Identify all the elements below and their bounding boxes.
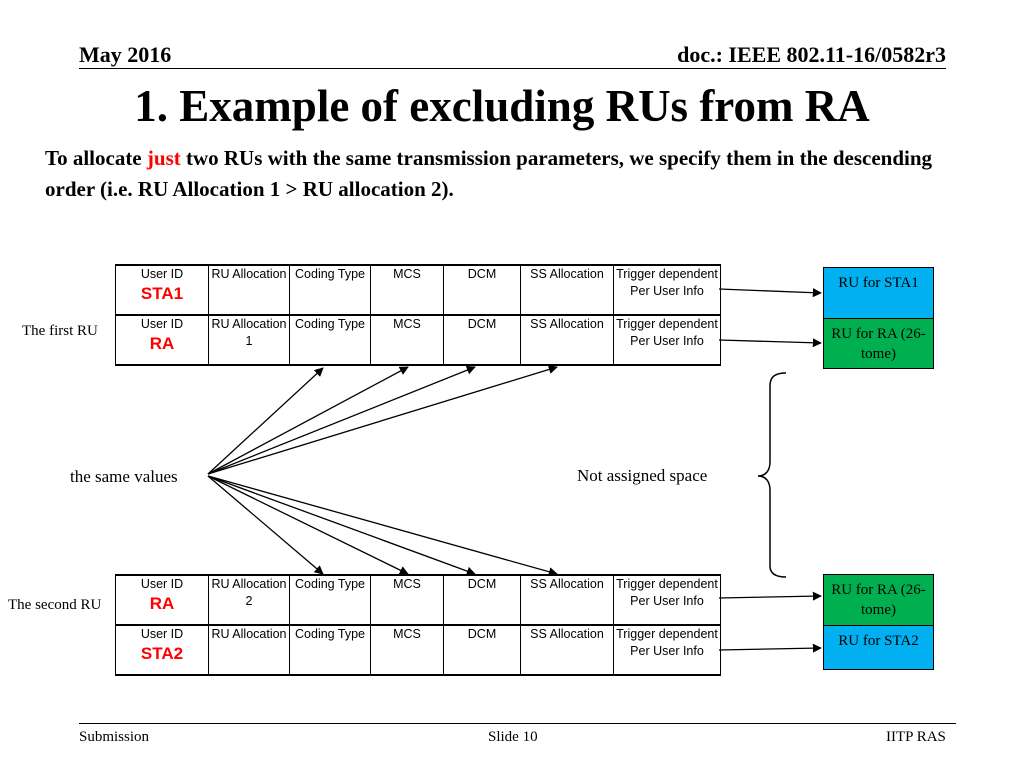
arrow-trigger-to-sta1 — [718, 288, 822, 298]
body-text-after: two RUs with the same transmission param… — [45, 146, 933, 201]
box-ru-sta1: RU for STA1 — [823, 267, 934, 319]
cell-coding-type: Coding Type — [289, 574, 371, 626]
arrow-to-ss-bottom — [207, 475, 558, 577]
arrow-trigger-to-ra-bottom — [718, 591, 822, 601]
arrow-to-coding-type-top — [207, 367, 324, 475]
cell-trigger-info: Trigger dependent Per User Info — [613, 574, 721, 626]
user-id-value-ra: RA — [149, 594, 175, 613]
cell-coding-type: Coding Type — [289, 264, 371, 316]
header-divider — [79, 68, 946, 69]
label-same-values: the same values — [70, 467, 178, 486]
cell-mcs: MCS — [370, 574, 444, 626]
cell-ss-allocation: SS Allocation — [520, 624, 614, 676]
cell-ss-allocation: SS Allocation — [520, 264, 614, 316]
cell-trigger-info: Trigger dependent Per User Info — [613, 264, 721, 316]
brace-not-assigned — [757, 372, 787, 578]
user-id-value-ra: RA — [149, 334, 175, 353]
cell-mcs: MCS — [370, 264, 444, 316]
footer-org: IITP RAS — [886, 729, 946, 745]
arrow-to-mcs-top — [207, 366, 409, 475]
box-ru-ra-top: RU for RA (26-tome) — [823, 318, 934, 369]
arrow-trigger-to-sta2 — [718, 643, 822, 653]
box-ru-sta2: RU for STA2 — [823, 625, 934, 670]
cell-dcm: DCM — [443, 574, 521, 626]
header-date: May 2016 — [79, 42, 172, 67]
arrow-to-dcm-top — [207, 365, 476, 475]
box-ru-ra-bottom: RU for RA (26-tome) — [823, 574, 934, 626]
arrow-trigger-to-ra-top — [718, 338, 822, 348]
footer-submission: Submission — [79, 729, 150, 745]
cell-mcs: MCS — [370, 624, 444, 676]
cell-trigger-info: Trigger dependent Per User Info — [613, 314, 721, 366]
cell-dcm: DCM — [443, 624, 521, 676]
footer-slide-number: Slide 10 — [488, 729, 538, 745]
cell-ru-allocation: RU Allocation — [208, 624, 290, 676]
label-not-assigned: Not assigned space — [577, 466, 708, 485]
arrow-to-mcs-bottom — [207, 475, 409, 575]
cell-ru-allocation: RU Allocation 2 — [208, 574, 290, 626]
header-doc-id: doc.: IEEE 802.11-16/0582r3 — [677, 42, 946, 67]
cell-dcm: DCM — [443, 314, 521, 366]
cell-coding-type: Coding Type — [289, 624, 371, 676]
body-text-highlight: just — [146, 146, 181, 170]
label-second-ru: The second RU — [8, 597, 102, 613]
arrow-to-dcm-bottom — [207, 475, 476, 576]
slide-title: 1. Example of excluding RUs from RA — [134, 81, 870, 131]
arrow-to-coding-type-bottom — [207, 475, 324, 575]
cell-ss-allocation: SS Allocation — [520, 314, 614, 366]
user-id-value-sta1: STA1 — [140, 284, 184, 303]
body-text-before: To allocate — [45, 146, 147, 170]
body-text: To allocate just two RUs with the same t… — [45, 143, 985, 205]
user-id-value-sta2: STA2 — [140, 644, 184, 663]
cell-ru-allocation: RU Allocation 1 — [208, 314, 290, 366]
cell-mcs: MCS — [370, 314, 444, 366]
arrow-to-ss-top — [207, 365, 558, 475]
cell-trigger-info: Trigger dependent Per User Info — [613, 624, 721, 676]
label-first-ru: The first RU — [22, 323, 98, 339]
cell-coding-type: Coding Type — [289, 314, 371, 366]
cell-ru-allocation: RU Allocation — [208, 264, 290, 316]
cell-ss-allocation: SS Allocation — [520, 574, 614, 626]
footer-divider — [79, 723, 956, 724]
